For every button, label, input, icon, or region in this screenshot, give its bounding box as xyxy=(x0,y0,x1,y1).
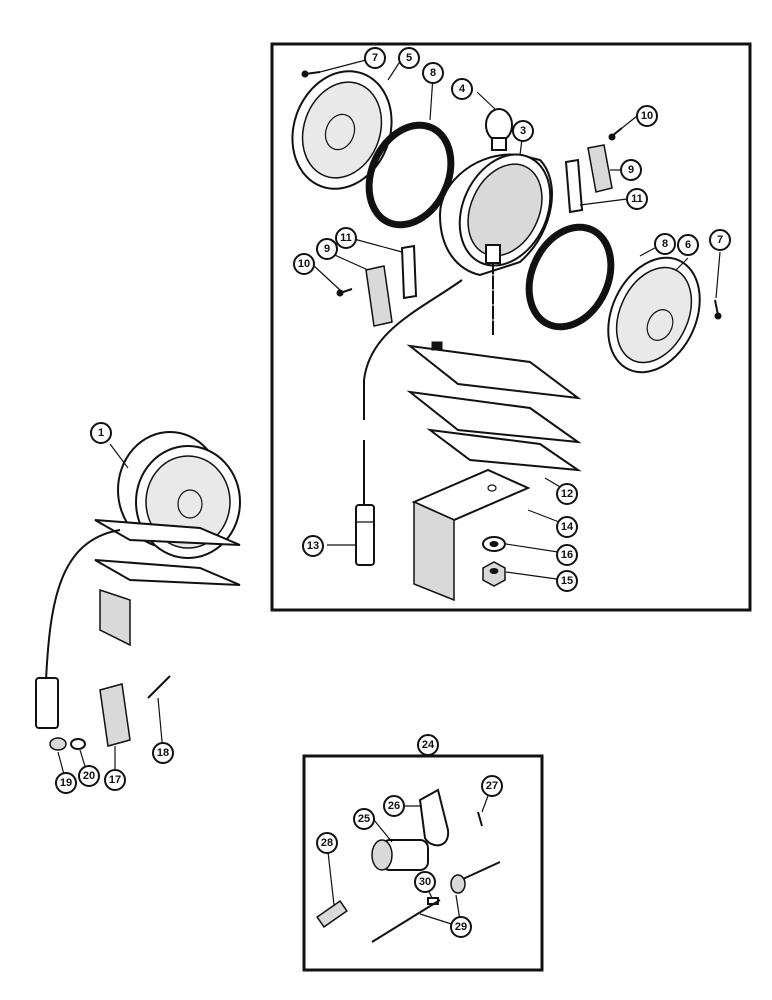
svg-text:3: 3 xyxy=(520,125,526,137)
plates-12-part xyxy=(406,341,582,472)
svg-text:16: 16 xyxy=(561,549,573,561)
callout-11-right: 11 xyxy=(626,188,648,210)
callout-24: 24 xyxy=(417,734,439,756)
callout-18: 18 xyxy=(152,742,174,764)
svg-text:12: 12 xyxy=(561,488,573,500)
svg-text:14: 14 xyxy=(561,521,574,533)
svg-text:11: 11 xyxy=(631,193,643,205)
svg-text:7: 7 xyxy=(717,234,723,246)
switch-25-part xyxy=(371,839,429,871)
svg-text:11: 11 xyxy=(340,232,352,244)
callout-10-right: 10 xyxy=(636,105,658,127)
lens-5-part xyxy=(291,70,393,190)
svg-text:28: 28 xyxy=(321,837,333,849)
callout-15: 15 xyxy=(556,570,578,592)
clip-9-left-part xyxy=(365,265,393,327)
exploded-view-frame xyxy=(270,42,752,612)
clip-9-right-part xyxy=(587,144,613,193)
screw-10-right-part xyxy=(608,127,623,141)
callout-4: 4 xyxy=(451,78,473,100)
clip-11-right-part xyxy=(564,158,584,214)
svg-text:5: 5 xyxy=(406,52,412,64)
callout-13: 13 xyxy=(302,535,324,557)
callout-9-right: 9 xyxy=(620,159,642,181)
cable-part xyxy=(355,279,463,566)
callout-3: 3 xyxy=(512,120,534,142)
svg-text:19: 19 xyxy=(60,777,72,789)
screw-7-top-part xyxy=(301,70,321,78)
callout-16: 16 xyxy=(556,544,578,566)
callout-11-left: 11 xyxy=(335,227,357,249)
bulb-4-part xyxy=(485,108,513,151)
callout-19: 19 xyxy=(55,772,77,794)
svg-text:7: 7 xyxy=(372,52,378,64)
bolt-18-part xyxy=(147,675,171,699)
svg-text:29: 29 xyxy=(455,921,467,933)
svg-text:10: 10 xyxy=(298,258,310,270)
callout-7-top: 7 xyxy=(364,47,386,69)
callout-29: 29 xyxy=(450,916,472,938)
callout-8-right: 8 xyxy=(654,233,676,255)
gasket-8-part xyxy=(365,121,455,229)
svg-text:27: 27 xyxy=(486,780,498,792)
callout-27: 27 xyxy=(481,775,503,797)
svg-text:10: 10 xyxy=(641,110,653,122)
callout-7-right: 7 xyxy=(709,229,731,251)
callout-1: 1 xyxy=(90,422,112,444)
svg-text:25: 25 xyxy=(358,813,370,825)
gasket-8-right-part xyxy=(525,223,615,331)
screw-10-left-part xyxy=(336,288,353,297)
svg-text:24: 24 xyxy=(422,739,435,751)
clamp-26-part xyxy=(418,788,450,847)
washer-20-part xyxy=(70,738,86,750)
screw-27-part xyxy=(477,811,483,827)
svg-text:1: 1 xyxy=(98,427,104,439)
screw-7-right-part xyxy=(714,299,722,320)
svg-text:9: 9 xyxy=(628,164,634,176)
callout-25: 25 xyxy=(353,808,375,830)
callout-12: 12 xyxy=(556,483,578,505)
svg-text:13: 13 xyxy=(307,540,319,552)
svg-text:8: 8 xyxy=(662,238,668,250)
svg-text:9: 9 xyxy=(324,243,330,255)
washer-16-part xyxy=(482,536,506,552)
lead-28-part xyxy=(316,900,348,928)
svg-text:15: 15 xyxy=(561,575,573,587)
svg-text:4: 4 xyxy=(459,83,466,95)
callout-26: 26 xyxy=(383,795,405,817)
callout-17: 17 xyxy=(104,769,126,791)
svg-text:6: 6 xyxy=(685,239,691,251)
svg-text:8: 8 xyxy=(430,67,436,79)
lens-6-part xyxy=(607,256,701,374)
callout-10-left: 10 xyxy=(293,253,315,275)
clip-11-left-part xyxy=(400,244,418,300)
svg-text:17: 17 xyxy=(109,774,121,786)
callout-14: 14 xyxy=(556,516,578,538)
switch-panel-frame xyxy=(302,754,544,972)
callout-30: 30 xyxy=(414,871,436,893)
bracket-14-part xyxy=(411,468,531,602)
callout-20: 20 xyxy=(78,765,100,787)
svg-text:20: 20 xyxy=(83,770,95,782)
nut-15-part xyxy=(482,561,506,587)
svg-text:26: 26 xyxy=(388,800,400,812)
assembled-light-1-part xyxy=(35,431,241,729)
nut-19-part xyxy=(49,737,67,751)
callout-28: 28 xyxy=(316,832,338,854)
callout-6: 6 xyxy=(677,234,699,256)
callout-8-top: 8 xyxy=(422,62,444,84)
callout-9-left: 9 xyxy=(316,238,338,260)
callout-5: 5 xyxy=(398,47,420,69)
svg-text:30: 30 xyxy=(419,876,431,888)
wires-29-part xyxy=(371,861,501,943)
housing-3-part xyxy=(438,153,553,335)
clip-17-part xyxy=(99,683,131,747)
svg-text:18: 18 xyxy=(157,747,169,759)
